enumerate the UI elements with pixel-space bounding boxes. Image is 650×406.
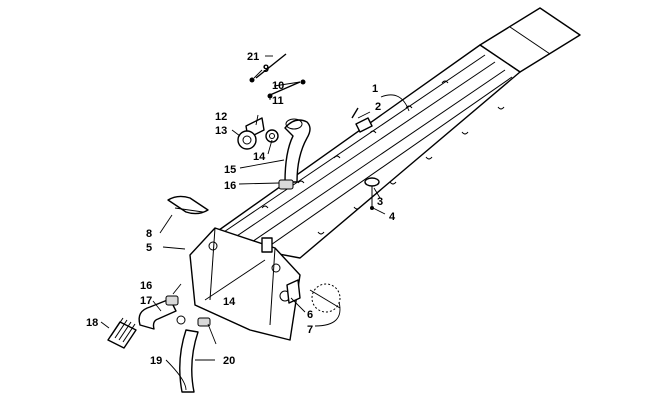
upper-hose-clamp — [278, 179, 294, 190]
lower-hose — [176, 315, 211, 393]
callout-17: 17 — [140, 295, 152, 307]
callout-4: 4 — [389, 211, 396, 223]
callout-18: 18 — [86, 317, 98, 329]
bracket-and-wheel — [286, 279, 341, 313]
front-tank — [189, 227, 301, 341]
callout-16-lower: 16 — [140, 280, 152, 292]
callout-9: 9 — [263, 63, 269, 75]
callout-2: 2 — [375, 101, 381, 113]
callout-8: 8 — [146, 228, 152, 240]
callout-6: 6 — [307, 309, 313, 321]
heat-exchanger — [204, 7, 581, 259]
callout-11: 11 — [272, 95, 284, 107]
lower-elbow-hose — [138, 295, 179, 330]
callout-13: 13 — [215, 125, 227, 137]
thermostat-housing — [237, 117, 279, 150]
callout-15: 15 — [224, 164, 236, 176]
upper-hose — [284, 118, 311, 183]
callout-21: 21 — [247, 51, 259, 63]
callout-12: 12 — [215, 111, 227, 123]
cooler-tabs-top — [261, 80, 449, 209]
callout-10: 10 — [272, 80, 284, 92]
heat-shield-pad — [167, 195, 209, 215]
callout-16-upper: 16 — [224, 180, 236, 192]
callout-1: 1 — [372, 83, 378, 95]
cooler-sensor — [351, 107, 380, 210]
callout-14-lower: 14 — [223, 296, 236, 308]
callout-20: 20 — [223, 355, 235, 367]
coiled-filter — [107, 317, 137, 349]
callout-14-upper: 14 — [253, 151, 266, 163]
callout-labels: 1 2 3 4 5 6 7 8 9 10 11 12 13 14 14 15 1… — [86, 51, 396, 367]
leader-lines — [100, 55, 410, 391]
callout-19: 19 — [150, 355, 162, 367]
callout-5: 5 — [146, 242, 152, 254]
cooler-tabs-bottom — [317, 106, 505, 235]
callout-7: 7 — [307, 324, 313, 336]
callout-3: 3 — [377, 196, 383, 208]
